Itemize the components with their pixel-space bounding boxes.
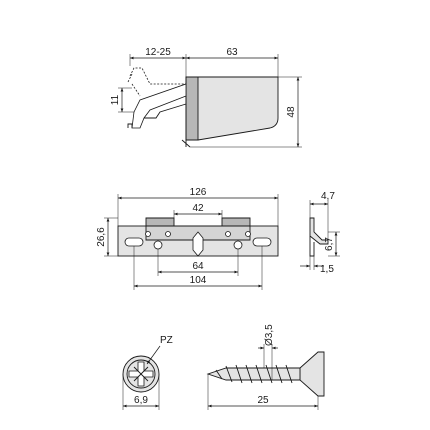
dim-inner-span: 42 — [192, 203, 204, 214]
dim-height: 48 — [286, 106, 297, 118]
dim-center-span: 64 — [192, 261, 204, 272]
profile-view: 4,7 6,7 1,5 — [300, 191, 340, 275]
drive-type-label: PZ — [160, 335, 173, 346]
dim-screw-length: 25 — [257, 395, 269, 406]
side-view: 12-25 63 48 11 — [110, 47, 302, 148]
screw-side-view: Ø3,5 25 — [206, 324, 325, 410]
screw-head-profile — [299, 351, 325, 397]
dim-overall-length: 126 — [190, 187, 207, 198]
mounting-slot-right — [252, 237, 272, 247]
dim-depth: 4,7 — [321, 191, 335, 202]
center-keyhole — [192, 231, 204, 257]
screw-shank — [206, 367, 301, 381]
mounting-slot-left — [124, 237, 144, 247]
housing-shade — [185, 76, 199, 141]
plate-view: 126 42 64 104 26,6 — [96, 187, 279, 290]
dim-offset: 6,7 — [324, 237, 335, 251]
dim-plate-height: 26,6 — [96, 227, 107, 247]
dim-head-diameter: 6,9 — [134, 395, 148, 406]
screw-thread — [215, 364, 293, 384]
dim-hole-span: 104 — [190, 275, 207, 286]
screw-hole-1 — [153, 240, 163, 250]
housing-body — [185, 76, 279, 141]
arm-alternate-position — [129, 67, 186, 97]
plate-raised-center — [145, 217, 251, 226]
dim-shank-diameter: Ø3,5 — [264, 324, 275, 346]
dim-thickness: 1,5 — [320, 264, 334, 275]
dim-arm-height: 11 — [110, 94, 121, 105]
screw-head-view: PZ 6,9 — [122, 335, 173, 410]
dim-reach: 12-25 — [145, 47, 171, 58]
hook-arm — [131, 83, 187, 129]
dim-length: 63 — [226, 47, 238, 58]
screw-hole-2 — [233, 240, 243, 250]
